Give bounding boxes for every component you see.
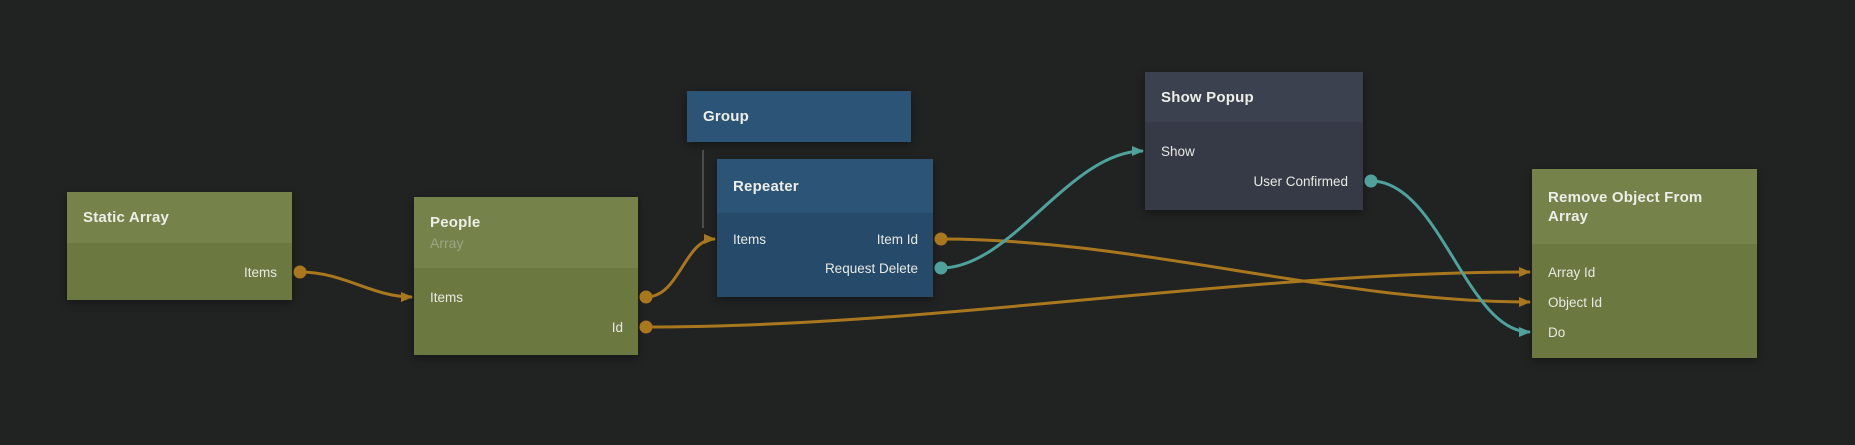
- node-remove-header: Remove Object From Array: [1532, 169, 1757, 244]
- node-title: Show Popup: [1161, 88, 1254, 106]
- node-title: Remove Object From Array: [1548, 188, 1703, 225]
- port-label-id-output: Id: [611, 319, 623, 335]
- connection-static-array-items-to-people-items[interactable]: [299, 270, 413, 302]
- node-title: People: [430, 214, 481, 231]
- node-remove-body: Array Id Object Id Do: [1532, 244, 1757, 358]
- connection-people-items-to-repeater-items[interactable]: [645, 234, 716, 299]
- port-row: Object Id: [1532, 287, 1757, 317]
- port-label-items-output: Items: [243, 264, 277, 280]
- node-group[interactable]: Group: [687, 91, 911, 142]
- node-static-array-header: Static Array: [67, 192, 292, 243]
- port-label-array-id-input: Array Id: [1548, 264, 1596, 280]
- port-label-request-delete-output: Request Delete: [824, 261, 918, 276]
- port-label-item-id-output: Item Id: [876, 232, 918, 247]
- port-label-show-input: Show: [1161, 143, 1195, 159]
- node-remove-object-from-array[interactable]: Remove Object From Array Array Id Object…: [1532, 169, 1757, 358]
- node-title: Group: [703, 108, 749, 125]
- port-dot-people-items-output[interactable]: [639, 290, 653, 304]
- connection-show-popup-user-confirmed-to-remove-do[interactable]: [1370, 179, 1531, 337]
- node-title: Static Array: [83, 209, 170, 226]
- node-repeater-body: Items Item Id Request Delete: [717, 213, 933, 297]
- connection-people-id-to-remove-array-id[interactable]: [645, 267, 1531, 329]
- port-row: Items Item Id: [717, 225, 933, 254]
- node-show-popup-header: Show Popup: [1145, 72, 1363, 122]
- node-people-header: People Array: [414, 197, 638, 268]
- port-dot-repeater-request-delete-output[interactable]: [934, 261, 948, 275]
- port-row: Request Delete: [717, 254, 933, 283]
- port-row: Do: [1532, 317, 1757, 347]
- port-label-object-id-input: Object Id: [1548, 294, 1603, 310]
- port-row: Items: [67, 257, 292, 287]
- port-label-items-input: Items: [733, 232, 767, 247]
- port-label-user-confirmed-output: User Confirmed: [1253, 173, 1348, 189]
- node-people-body: Items Id: [414, 268, 638, 355]
- node-repeater-header: Repeater: [717, 159, 933, 213]
- node-static-array-body: Items: [67, 243, 292, 300]
- port-dot-static-array-items-output[interactable]: [293, 265, 307, 279]
- node-static-array[interactable]: Static Array Items: [67, 192, 292, 300]
- port-dot-repeater-item-id-output[interactable]: [934, 232, 948, 246]
- node-show-popup[interactable]: Show Popup Show User Confirmed: [1145, 72, 1363, 210]
- node-title: Repeater: [733, 177, 799, 195]
- port-row: Array Id: [1532, 257, 1757, 287]
- node-show-popup-body: Show User Confirmed: [1145, 122, 1363, 210]
- connection-repeater-request-delete-to-show-popup-show[interactable]: [940, 146, 1144, 270]
- port-row: Show: [1145, 136, 1363, 166]
- port-dot-people-id-output[interactable]: [639, 320, 653, 334]
- port-label-do-input: Do: [1548, 324, 1566, 340]
- node-subtitle: Array: [430, 235, 464, 251]
- port-label-items: Items: [430, 289, 464, 305]
- node-group-header: Group: [687, 91, 911, 142]
- node-people[interactable]: People Array Items Id: [414, 197, 638, 355]
- port-row: Items: [414, 282, 638, 312]
- node-repeater[interactable]: Repeater Items Item Id Request Delete: [717, 159, 933, 297]
- port-row: Id: [414, 312, 638, 342]
- port-dot-show-popup-user-confirmed-output[interactable]: [1364, 174, 1378, 188]
- connection-repeater-item-id-to-remove-object-id[interactable]: [940, 237, 1531, 307]
- port-row: User Confirmed: [1145, 166, 1363, 196]
